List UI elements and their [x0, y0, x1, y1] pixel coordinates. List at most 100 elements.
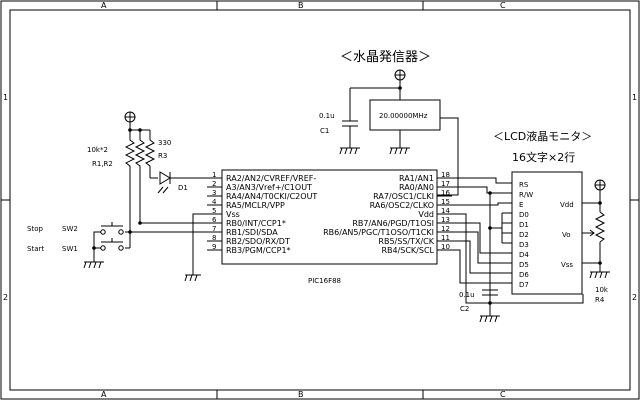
lcd-pin-d6: D6	[519, 271, 529, 279]
pin7-name: RB1/SDI/SDA	[226, 228, 278, 237]
pin18-number: 18	[441, 171, 450, 179]
pin5-name: Vss	[226, 210, 240, 219]
resistor-r2	[134, 130, 146, 223]
lcd-pin-d2: D2	[519, 231, 529, 239]
ground-symbol-switches	[83, 261, 104, 269]
pin18-name: RA1/AN1	[399, 174, 434, 183]
r1r2-ref: R1,R2	[92, 160, 113, 168]
ground-symbol-vss	[184, 274, 201, 282]
r3-ref: R3	[158, 152, 167, 160]
lcd-pin-e: E	[519, 201, 523, 209]
pin3-name: RA4/AN4/T0CKI/C2OUT	[226, 192, 317, 201]
oscillator-title: ＜水晶発信器＞	[340, 50, 431, 65]
pin16-name: RA7/OSC1/CLKI	[373, 192, 434, 201]
pin17-name: RA0/AN0	[399, 183, 434, 192]
pin17-number: 17	[441, 180, 450, 188]
mcu-name: PIC16F88	[308, 277, 341, 285]
row-label-1-right: 1	[632, 93, 637, 102]
pin2-number: 2	[212, 180, 216, 188]
pin13-number: 13	[441, 216, 450, 224]
pin10-name: RB4/SCK/SCL	[381, 246, 434, 255]
pin4-number: 4	[212, 198, 217, 206]
col-label-a-bottom: A	[101, 390, 107, 399]
switch-sw1-ref: SW1	[62, 245, 78, 253]
lcd-vcc-symbol	[594, 179, 606, 191]
ground-symbol-osc	[389, 147, 410, 155]
pin16-number: 16	[441, 189, 450, 197]
pin7-number: 7	[212, 225, 216, 233]
pin11-name: RB5/SS/TX/CK	[378, 237, 434, 246]
pin9-number: 9	[212, 243, 216, 251]
row-label-1: 1	[3, 93, 8, 102]
crystal-oscillator	[369, 99, 441, 131]
ground-symbol-lcd	[589, 271, 610, 279]
pin15-number: 15	[441, 198, 450, 206]
pic-mcu	[221, 169, 438, 265]
mcu-lcd-wires	[452, 177, 584, 304]
pin12-name: RB6/AN5/PGC/T1OSO/T1CKI	[323, 228, 434, 237]
switch-start-label: Start	[27, 245, 44, 253]
pin8-number: 8	[212, 234, 216, 242]
switch-stop-label: Stop	[27, 225, 43, 233]
lcd-pin-vo: Vo	[562, 231, 571, 239]
pin8-name: RB2/SDO/RX/DT	[226, 237, 290, 246]
potentiometer-r4	[594, 211, 606, 243]
pin3-number: 3	[212, 189, 216, 197]
lcd-title: ＜LCD液晶モニタ＞	[493, 129, 592, 143]
switch-sw2-ref: SW2	[62, 225, 78, 233]
pin14-number: 14	[441, 207, 450, 215]
ground-symbol-c1	[339, 147, 360, 155]
lcd-pin-d4: D4	[519, 251, 529, 259]
col-label-a: A	[101, 1, 107, 10]
pin6-number: 6	[212, 216, 217, 224]
pin14-name: Vdd	[418, 210, 434, 219]
pin1-number: 1	[212, 171, 216, 179]
row-label-2-right: 2	[632, 293, 637, 302]
c1-ref: C1	[320, 127, 329, 135]
pin15-name: RA6/OSC2/CLKO	[370, 201, 434, 210]
pin4-name: RA5/MCLR/VPP	[226, 201, 285, 210]
c2-value: 0.1u	[459, 291, 475, 299]
lcd-pin-d5: D5	[519, 261, 529, 269]
pin12-number: 12	[441, 225, 450, 233]
c2-ref: C2	[460, 305, 469, 313]
col-label-c-bottom: C	[500, 390, 506, 399]
left-vcc-symbol	[124, 111, 136, 123]
pin6-name: RB0/INT/CCP1*	[226, 219, 286, 228]
switch-sw1	[100, 238, 124, 251]
led-d1	[159, 171, 171, 185]
inner-border	[9, 9, 631, 391]
col-label-c: C	[500, 1, 506, 10]
pin2-name: A3/AN3/Vref+/C1OUT	[226, 183, 312, 192]
oscillator-vcc-symbol	[394, 69, 406, 81]
pin1-name: RA2/AN2/CVREF/VREF-	[226, 174, 316, 183]
pin5-number: 5	[212, 207, 216, 215]
c1-value: 0.1u	[319, 112, 335, 120]
pin13-name: RB7/AN6/PGD/T1OSI	[352, 219, 434, 228]
lcd-pin-vss: Vss	[561, 261, 573, 269]
r1r2-value: 10k*2	[87, 146, 108, 154]
oscillator-frequency: 20.00000MHz	[379, 112, 428, 120]
lcd-pin-d7: D7	[519, 281, 529, 289]
pin9-name: RB3/PGM/CCP1*	[226, 246, 291, 255]
r4-ref: R4	[595, 296, 605, 304]
lcd-pin-rs: RS	[519, 181, 529, 189]
row-label-2: 2	[3, 293, 8, 302]
r4-value: 10k	[595, 286, 609, 294]
resistor-r1	[124, 130, 136, 232]
ground-symbol-c2	[479, 315, 500, 323]
col-label-b: B	[298, 1, 304, 10]
lcd-pin-d3: D3	[519, 241, 529, 249]
switch-sw2	[100, 222, 124, 235]
lcd-pin-d0: D0	[519, 211, 529, 219]
r3-value: 330	[158, 139, 171, 147]
lcd-pin-d1: D1	[519, 221, 529, 229]
lcd-pin-vdd: Vdd	[560, 201, 574, 209]
lcd-pin-rw: R/W	[519, 191, 533, 199]
pin10-number: 10	[441, 243, 450, 251]
lcd-subtitle: 16文字×2行	[512, 150, 575, 164]
resistor-r3	[144, 130, 156, 178]
